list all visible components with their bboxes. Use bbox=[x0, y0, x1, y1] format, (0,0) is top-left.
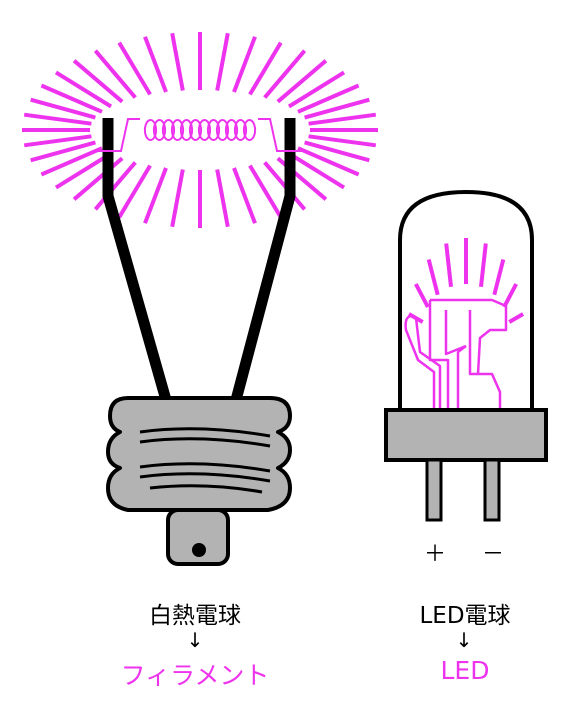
coil-loop bbox=[143, 119, 158, 141]
coil-loop bbox=[170, 119, 185, 141]
coil-loop bbox=[197, 119, 212, 141]
glow-ray bbox=[248, 41, 283, 96]
glow-ray bbox=[170, 169, 185, 228]
coil-loop bbox=[188, 119, 203, 141]
led-illustration bbox=[384, 189, 548, 522]
led-glow-ray bbox=[508, 312, 525, 324]
glow-ray bbox=[215, 169, 230, 228]
glow-ray bbox=[297, 83, 360, 114]
glow-ray bbox=[232, 167, 257, 224]
glow-ray bbox=[143, 36, 168, 93]
glow-ray bbox=[117, 41, 152, 96]
led-plus-mark: ＋ bbox=[423, 542, 446, 567]
incandescent-arrow: ↓ bbox=[186, 628, 204, 652]
glow-ray bbox=[308, 112, 377, 126]
glow-ray bbox=[117, 164, 152, 219]
glow-ray bbox=[54, 70, 113, 109]
filament bbox=[94, 118, 304, 152]
coil-loop bbox=[242, 119, 257, 141]
coil-loop bbox=[233, 119, 248, 141]
led-part-label: LED bbox=[440, 656, 490, 685]
glow-ray bbox=[287, 151, 346, 190]
incandescent-bulb-illustration bbox=[22, 32, 378, 566]
glow-ray bbox=[308, 134, 377, 148]
led-lead-frame bbox=[404, 298, 508, 410]
glow-ray bbox=[23, 134, 92, 148]
glow-ray bbox=[304, 140, 370, 163]
glow-ray bbox=[232, 36, 257, 93]
glow-ray bbox=[263, 49, 307, 99]
filament-coil bbox=[143, 119, 257, 141]
led-minus-mark: － bbox=[481, 542, 504, 567]
glow-ray bbox=[215, 32, 230, 91]
led-glow-ray bbox=[502, 283, 518, 308]
glow-ray bbox=[72, 156, 124, 201]
led-glow-ray bbox=[444, 243, 453, 288]
coil-loop bbox=[206, 119, 221, 141]
led-glow-ray bbox=[426, 259, 440, 296]
glow-ray bbox=[40, 146, 103, 177]
glow-ray bbox=[304, 97, 370, 120]
lead-wires bbox=[102, 118, 296, 402]
incandescent-part-label: フィラメント bbox=[120, 661, 270, 690]
glow-ray bbox=[248, 164, 283, 219]
led-glow-ray bbox=[414, 283, 430, 308]
led-arrow: ↓ bbox=[455, 628, 473, 652]
coil-loop bbox=[152, 119, 167, 141]
glow-ray bbox=[93, 161, 137, 211]
coil-loop bbox=[161, 119, 176, 141]
led-base bbox=[384, 408, 548, 462]
glow-ray bbox=[72, 59, 124, 104]
led-title: LED電球 bbox=[419, 603, 511, 629]
glow-ray bbox=[30, 97, 96, 120]
coil-loop bbox=[179, 119, 194, 141]
coil-loop bbox=[224, 119, 239, 141]
glow-ray bbox=[143, 167, 168, 224]
glow-ray bbox=[30, 140, 96, 163]
glow-ray bbox=[54, 151, 113, 190]
led-glow-ray bbox=[492, 259, 506, 296]
screw-base bbox=[106, 396, 292, 566]
glow-ray bbox=[93, 49, 137, 99]
led-glow-ray bbox=[479, 243, 488, 288]
glow-ray bbox=[276, 59, 328, 104]
glow-ray bbox=[40, 83, 103, 114]
coil-loop bbox=[215, 119, 230, 141]
glow-ray bbox=[297, 146, 360, 177]
led-lead-anode bbox=[425, 458, 443, 522]
led-glow-rays bbox=[407, 238, 525, 324]
glow-ray bbox=[287, 70, 346, 109]
filament-glow-rays bbox=[22, 32, 378, 228]
glow-ray bbox=[23, 112, 92, 126]
led-lead-cathode bbox=[483, 458, 501, 522]
incandescent-title: 白熱電球 bbox=[149, 603, 241, 629]
glow-ray bbox=[170, 32, 185, 91]
